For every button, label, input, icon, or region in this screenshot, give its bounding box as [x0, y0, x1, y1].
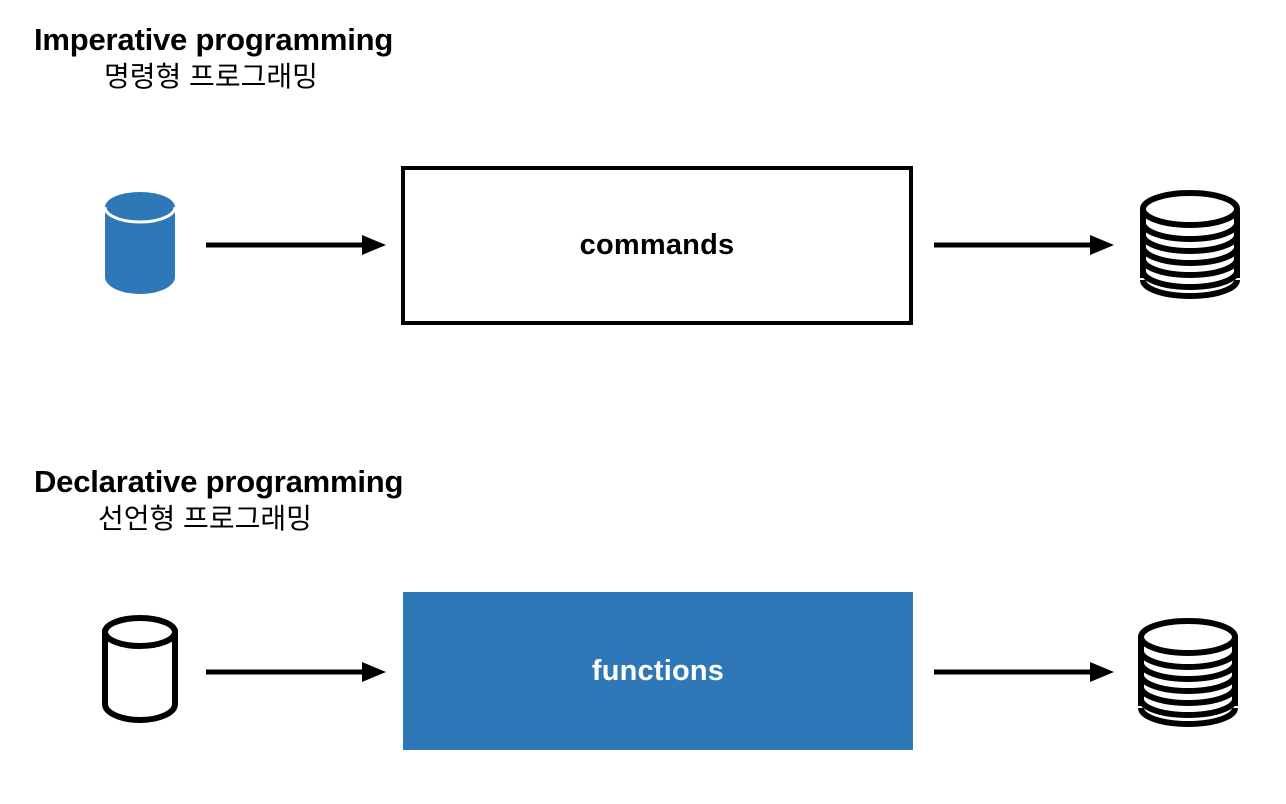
outline-cylinder-database-icon: [100, 614, 192, 735]
stacked-disks-database-icon: [1136, 618, 1244, 735]
functions-process-box[interactable]: functions: [403, 592, 913, 750]
commands-label: commands: [579, 229, 735, 261]
filled-cylinder-database-icon: [100, 190, 192, 307]
arrow-source-to-commands: [200, 228, 392, 267]
commands-process-box[interactable]: commands: [401, 166, 913, 325]
arrow-functions-to-target: [928, 655, 1120, 694]
declarative-section-title: Declarative programming: [34, 464, 404, 499]
stacked-disks-database-icon: [1138, 190, 1246, 307]
arrow-source-to-functions: [200, 655, 392, 694]
declarative-section-subtitle: 선언형 프로그래밍: [98, 503, 312, 534]
arrow-commands-to-target: [928, 228, 1120, 267]
imperative-section-subtitle: 명령형 프로그래밍: [104, 61, 318, 92]
functions-label: functions: [591, 654, 725, 687]
imperative-section-title: Imperative programming: [34, 22, 394, 57]
